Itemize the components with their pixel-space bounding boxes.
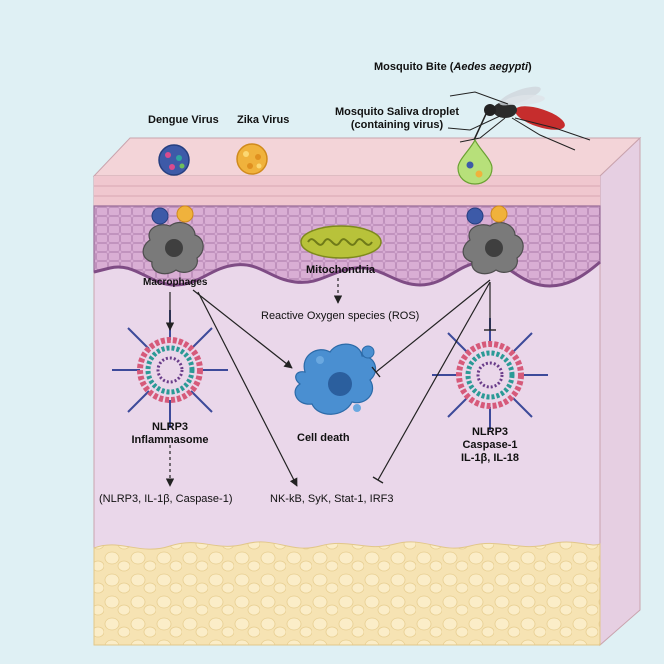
dengue-virus-label: Dengue Virus <box>148 114 219 126</box>
pathway-arrows <box>165 278 496 487</box>
right-pathway-label: NLRP3 Caspase-1 IL-1β, IL-18 <box>460 426 520 464</box>
mosquito-icon <box>447 86 591 151</box>
inflammasome-left-icon <box>112 310 228 428</box>
mosquito-bite-label: Mosquito Bite (Aedes aegypti) <box>374 61 532 73</box>
saliva-droplet-label: Mosquito Saliva droplet (containing viru… <box>334 106 460 131</box>
mitochondria-label: Mitochondria <box>306 264 376 276</box>
saliva-droplet-icon <box>457 138 493 185</box>
fat-layer <box>93 541 601 646</box>
stratum-corneum <box>94 176 600 206</box>
cell-death-label: Cell death <box>297 432 350 444</box>
center-outputs-label: NK-kB, SyK, Stat-1, IRF3 <box>270 493 394 505</box>
inhibit-macrophage-to-cell-death <box>375 279 491 373</box>
mitochondria-icon <box>300 225 382 259</box>
macrophage-right-icon <box>462 205 524 275</box>
skin-side-face <box>599 136 641 647</box>
nlrp3-inflammasome-label: NLRP3 Inflammasome <box>131 421 209 446</box>
zika-virus-label: Zika Virus <box>237 114 290 126</box>
arrow-macrophage-to-signaling <box>197 291 298 487</box>
cell-death-icon <box>294 343 377 415</box>
left-outputs-label: (NLRP3, IL-1β, Caspase-1) <box>99 493 233 505</box>
inhibit-macrophage-to-signaling <box>377 281 491 481</box>
macrophage-left-icon <box>142 205 204 275</box>
arrow-macrophage-to-cell-death <box>192 289 293 369</box>
inflammasome-right-icon <box>432 318 548 430</box>
zika-virus-icon <box>236 143 268 175</box>
dengue-virus-icon <box>158 144 190 176</box>
ros-label: Reactive Oxygen species (ROS) <box>261 310 420 322</box>
macrophages-label: Macrophages <box>143 277 208 288</box>
